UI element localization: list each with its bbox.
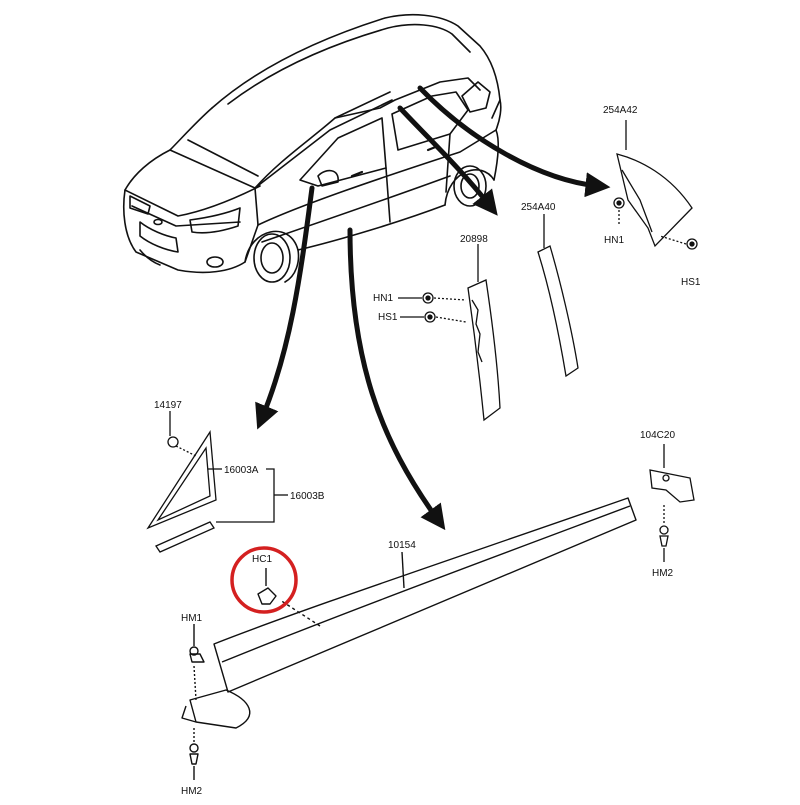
label-hn1-top: HN1 [604, 235, 624, 246]
label-hs1-top: HS1 [681, 277, 701, 288]
label-14197: 14197 [154, 400, 182, 411]
car-illustration [122, 13, 502, 283]
label-hn1-mid: HN1 [373, 293, 393, 304]
label-254A40: 254A40 [521, 202, 556, 213]
label-16003A: 16003A [224, 465, 259, 476]
callout-arrows [255, 85, 611, 531]
label-hm2-right: HM2 [652, 568, 674, 579]
label-hm2-left: HM2 [181, 786, 203, 797]
part-20898-trim [398, 244, 501, 422]
part-10154-rocker [181, 497, 637, 780]
part-104C20-bracket [649, 444, 695, 562]
highlight-circle-hc1 [230, 546, 298, 614]
label-16003B: 16003B [290, 491, 325, 502]
label-hs1-mid: HS1 [378, 312, 398, 323]
label-10154: 10154 [388, 540, 416, 551]
arrow-to-20898 [397, 105, 498, 216]
part-254A40-trim [537, 214, 579, 378]
label-254A42: 254A42 [603, 105, 638, 116]
label-104C20: 104C20 [640, 430, 675, 441]
part-triangle-trim [146, 411, 288, 553]
label-20898: 20898 [460, 234, 488, 245]
label-hc1: HC1 [252, 554, 272, 565]
arrow-to-254A42 [417, 85, 611, 198]
arrow-to-10154 [347, 227, 446, 531]
arrow-to-triangle [255, 185, 315, 430]
part-254A42-trim [613, 120, 698, 250]
label-hm1: HM1 [181, 613, 203, 624]
